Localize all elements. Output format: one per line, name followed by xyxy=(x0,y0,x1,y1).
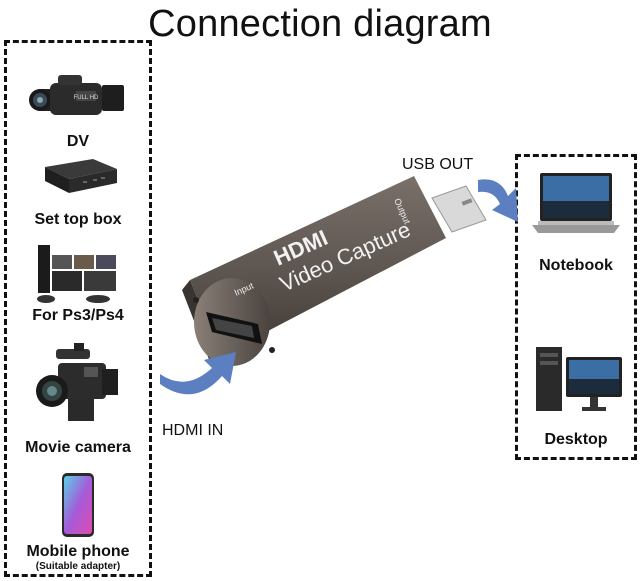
set-top-box-icon xyxy=(45,159,117,193)
target-desktop: Desktop xyxy=(518,343,634,449)
source-sublabel-mobile-phone: (Suitable adapter) xyxy=(35,561,121,572)
hdmi-port xyxy=(206,312,262,344)
target-notebook: Notebook xyxy=(518,171,634,275)
mobile-phone-icon xyxy=(62,473,94,537)
desktop-computer-icon xyxy=(536,347,622,411)
camcorder-icon: FULL HD xyxy=(29,75,124,115)
device-name: Video Capture xyxy=(276,217,414,297)
game-console-icon xyxy=(37,245,116,303)
usb-out-arrow-icon xyxy=(478,179,518,222)
hdmi-in-arrow-icon xyxy=(160,352,236,395)
target-label-notebook: Notebook xyxy=(539,257,613,274)
target-devices-box: Notebook Desktop xyxy=(515,154,637,460)
page-title: Connection diagram xyxy=(148,3,492,45)
source-set-top-box: Set top box xyxy=(7,153,149,229)
output-port-label: Output xyxy=(392,197,412,226)
movie-camera-icon xyxy=(36,343,118,421)
source-devices-box: FULL HD DV Set top box For Ps3/Ps4 xyxy=(4,40,152,577)
source-label-dv: DV xyxy=(66,133,90,150)
source-label-ps3-ps4: For Ps3/Ps4 xyxy=(32,307,124,324)
source-mobile-phone: Mobile phone (Suitable adapter) xyxy=(7,473,149,572)
video-capture-device: HDMI Video Capture Input Output xyxy=(182,176,446,366)
source-label-mobile-phone: Mobile phone xyxy=(26,543,130,560)
source-label-movie-camera: Movie camera xyxy=(25,439,131,456)
device-brand: HDMI xyxy=(270,225,332,271)
input-port-label: Input xyxy=(233,280,256,297)
usb-out-label: USB OUT xyxy=(402,156,474,173)
usb-plug xyxy=(431,185,487,233)
source-movie-camera: Movie camera xyxy=(7,343,149,457)
laptop-icon xyxy=(532,173,620,233)
hdmi-in-label: HDMI IN xyxy=(162,422,224,439)
target-label-desktop: Desktop xyxy=(544,431,608,448)
source-ps3-ps4: For Ps3/Ps4 xyxy=(7,241,149,325)
source-dv: FULL HD DV xyxy=(7,71,149,151)
source-label-set-top-box: Set top box xyxy=(34,211,122,228)
badge-text: FULL HD xyxy=(74,95,99,101)
